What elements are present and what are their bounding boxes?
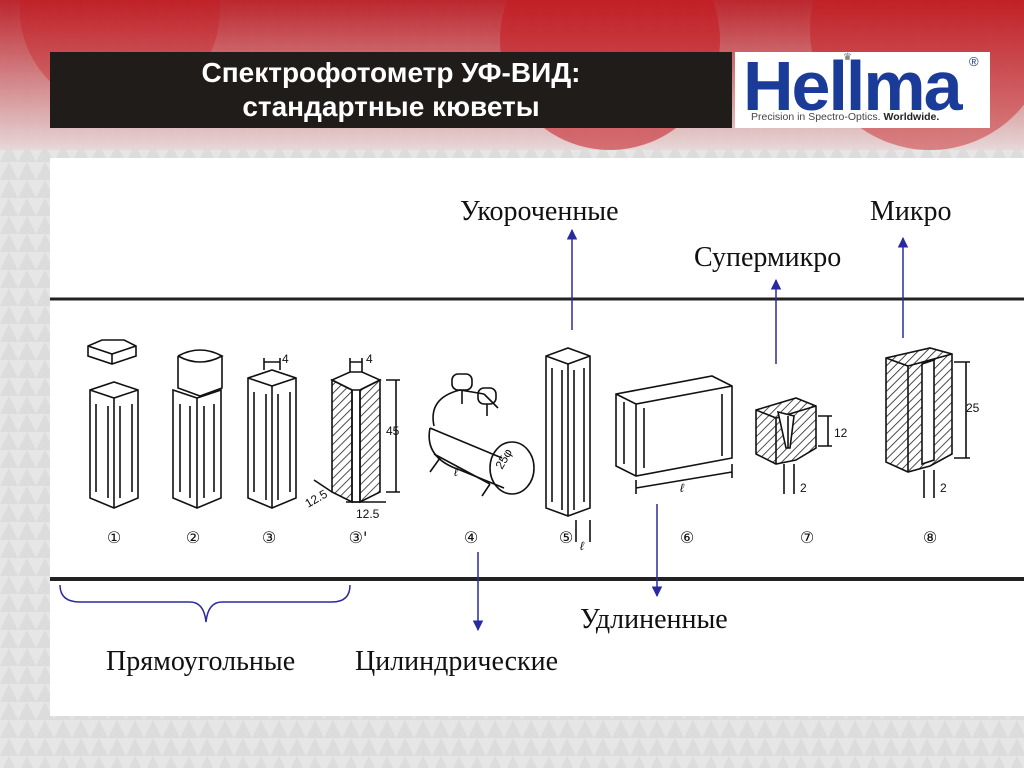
dimension-label: 25 <box>966 401 980 415</box>
slide-title: Спектрофотометр УФ-ВИД: стандартные кюве… <box>50 52 732 128</box>
cuvette-diagram: 4 45 12.5 12.5 25φ ℓ ℓ ℓ 4 12 2 25 2 ① ②… <box>50 228 1024 632</box>
logo-wordmark: Hellma <box>743 47 963 125</box>
label-supermicro: Супермикро <box>694 242 842 273</box>
label-shortened: Укороченные <box>460 196 619 227</box>
hellma-logo: ♛ Hellma ® Precision in Spectro-Optics. … <box>735 47 990 128</box>
label-elongated: Удлиненные <box>580 604 728 635</box>
tagline-bold: Worldwide. <box>883 111 940 123</box>
figure-frame <box>50 297 1024 581</box>
logo-tagline: Precision in Spectro-Optics. Worldwide. <box>751 111 939 123</box>
cell-number: ④ <box>464 528 478 547</box>
brace-rectangular <box>59 584 351 623</box>
tagline-regular: Precision in Spectro-Optics. <box>751 111 884 123</box>
registered-mark: ® <box>969 54 979 69</box>
cell-number: ⑦ <box>800 528 814 547</box>
cell-number: ⑤ <box>559 528 573 547</box>
cuvette-1 <box>87 339 139 509</box>
label-micro: Микро <box>870 196 952 227</box>
title-line-1: Спектрофотометр УФ-ВИД: <box>201 57 581 88</box>
cuvette-3-prime <box>313 358 400 504</box>
label-cylindrical: Цилиндрические <box>355 646 559 677</box>
dimension-label: 12 <box>834 426 848 440</box>
cell-number: ① <box>107 528 121 547</box>
cuvette-5 <box>545 347 591 542</box>
cuvette-6 <box>615 375 733 494</box>
cuvette-7 <box>755 397 832 494</box>
title-line-2: стандартные кюветы <box>242 91 540 122</box>
dimension-label: ℓ <box>680 481 685 495</box>
crown-icon: ♛ <box>843 52 852 63</box>
cuvette-3 <box>247 358 297 509</box>
label-rectangular: Прямоугольные <box>106 646 296 677</box>
cuvette-8 <box>885 347 970 498</box>
cuvette-2 <box>172 349 224 509</box>
dimension-label: ℓ <box>580 539 585 553</box>
content-panel: 4 45 12.5 12.5 25φ ℓ ℓ ℓ 4 12 2 25 2 ① ②… <box>50 158 1024 716</box>
cell-number: ③ <box>262 528 276 547</box>
dimension-label: 45 <box>386 424 400 438</box>
cell-number: ⑥ <box>680 528 694 547</box>
dimension-label: 4 <box>366 352 373 366</box>
dimension-label: 2 <box>940 481 947 495</box>
dimension-label: ℓ <box>454 465 459 479</box>
dimension-label: 4 <box>282 352 289 366</box>
dimension-label: 2 <box>800 481 807 495</box>
cell-number: ② <box>186 528 200 547</box>
cuvette-4 <box>428 373 535 497</box>
cell-number: ⑧ <box>923 528 937 547</box>
cell-number: ③' <box>349 528 368 547</box>
dimension-label: 12.5 <box>356 507 380 521</box>
